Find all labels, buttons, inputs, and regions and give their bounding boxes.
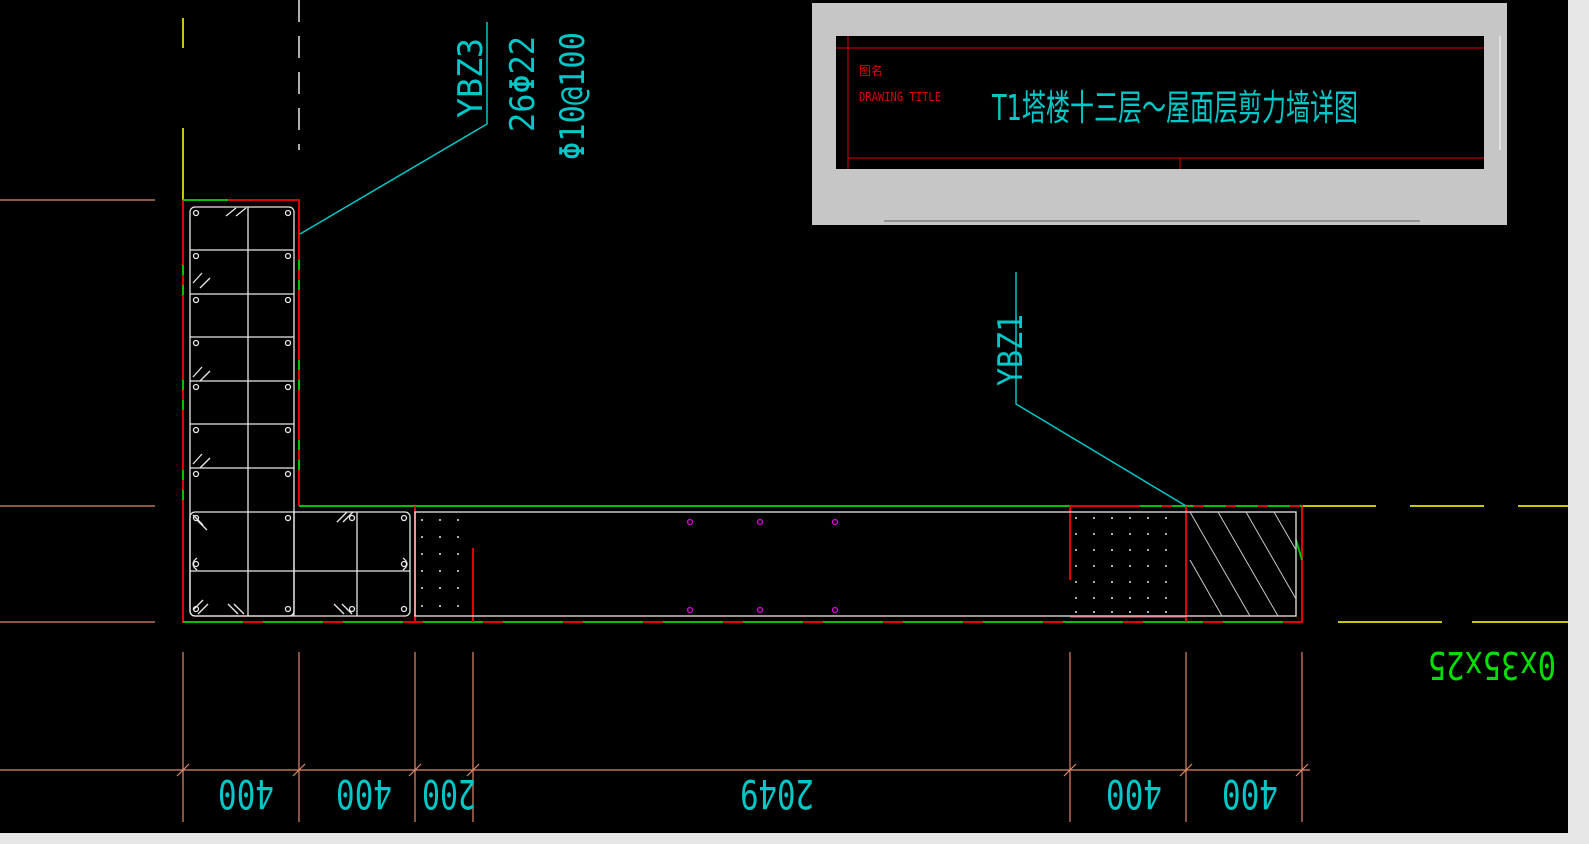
- wall-body: [414, 511, 1297, 617]
- vertical-scrollbar[interactable]: [1568, 0, 1589, 833]
- drawing-svg: YBZ3 26Φ22 Φ10@100 YBZ1 0x35x25: [0, 0, 1568, 822]
- dimension-text: 400: [1106, 770, 1162, 816]
- horizontal-scrollbar[interactable]: [0, 833, 1589, 844]
- dimension-lines: [0, 652, 1310, 822]
- ybz3-rebar-label: 26Φ22: [503, 36, 543, 132]
- ybz3-label: YBZ3: [451, 38, 491, 118]
- dimension-text: 2049: [740, 770, 814, 816]
- ybz1-label: YBZ1: [991, 314, 1031, 386]
- title-name-label-cn: 图名: [859, 63, 883, 78]
- drawing-title: T1塔楼十三层～屋面层剪力墙详图: [991, 88, 1358, 129]
- dimension-text: 400: [336, 770, 392, 816]
- dotted-zone-left: [421, 519, 459, 607]
- dotted-zone-right: [1075, 517, 1167, 613]
- title-block-panel[interactable]: 图名 DRAWING TITLE T1塔楼十三层～屋面层剪力墙详图: [812, 3, 1507, 225]
- dimension-text: 200: [422, 770, 476, 816]
- ybz3-label-group: YBZ3 26Φ22 Φ10@100: [451, 32, 593, 160]
- middle-wall-bars: [686, 518, 839, 614]
- leader-lines: [299, 22, 1187, 507]
- title-name-label-en: DRAWING TITLE: [859, 90, 941, 104]
- dimension-text: 400: [1222, 770, 1278, 816]
- dimension-text: 400: [218, 770, 274, 816]
- ybz3-stirrup-label: Φ10@100: [553, 32, 593, 160]
- ybz3-rebar-cage: [189, 206, 411, 617]
- wall-outline: [182, 199, 1303, 623]
- axis-lines: [0, 0, 1568, 623]
- scale-note: 0x35x25: [1428, 643, 1556, 687]
- dimension-texts: 400 400 200 2049 400 400: [218, 770, 1278, 816]
- drawing-canvas[interactable]: YBZ3 26Φ22 Φ10@100 YBZ1 0x35x25: [0, 0, 1568, 833]
- hatch-zone: [1189, 511, 1297, 617]
